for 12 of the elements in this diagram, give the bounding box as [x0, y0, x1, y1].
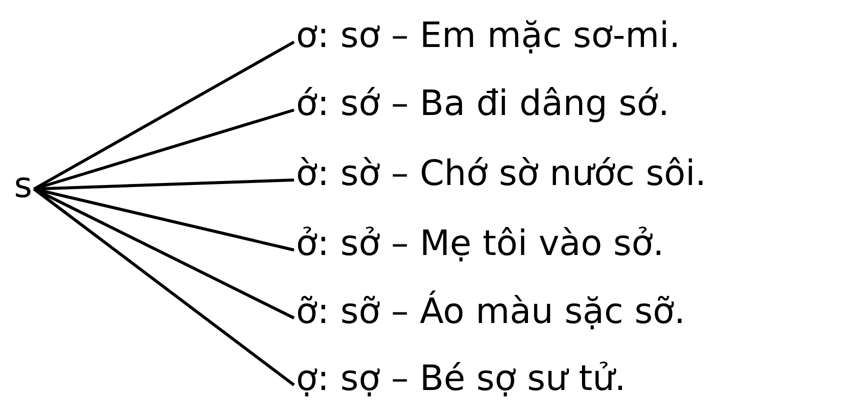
- syllable-example: ờ: sờ – Chớ sờ nước sôi.: [296, 150, 706, 198]
- syllable-example: ỡ: sỡ – Áo màu sặc sỡ.: [296, 288, 686, 336]
- connector-line: [33, 40, 295, 190]
- connector-line: [33, 188, 295, 320]
- connector-line: [34, 108, 294, 190]
- syllable-example: ợ: sợ – Bé sợ sư tử.: [296, 355, 626, 403]
- syllable-example: ở: sở – Mẹ tôi vào sở.: [296, 220, 664, 268]
- connector-line: [34, 188, 294, 252]
- root-letter: s: [14, 162, 32, 210]
- syllable-example: ơ: sơ – Em mặc sơ-mi.: [296, 12, 680, 60]
- syllable-example: ớ: sớ – Ba đi dâng sớ.: [296, 80, 670, 128]
- connector-line: [33, 188, 295, 386]
